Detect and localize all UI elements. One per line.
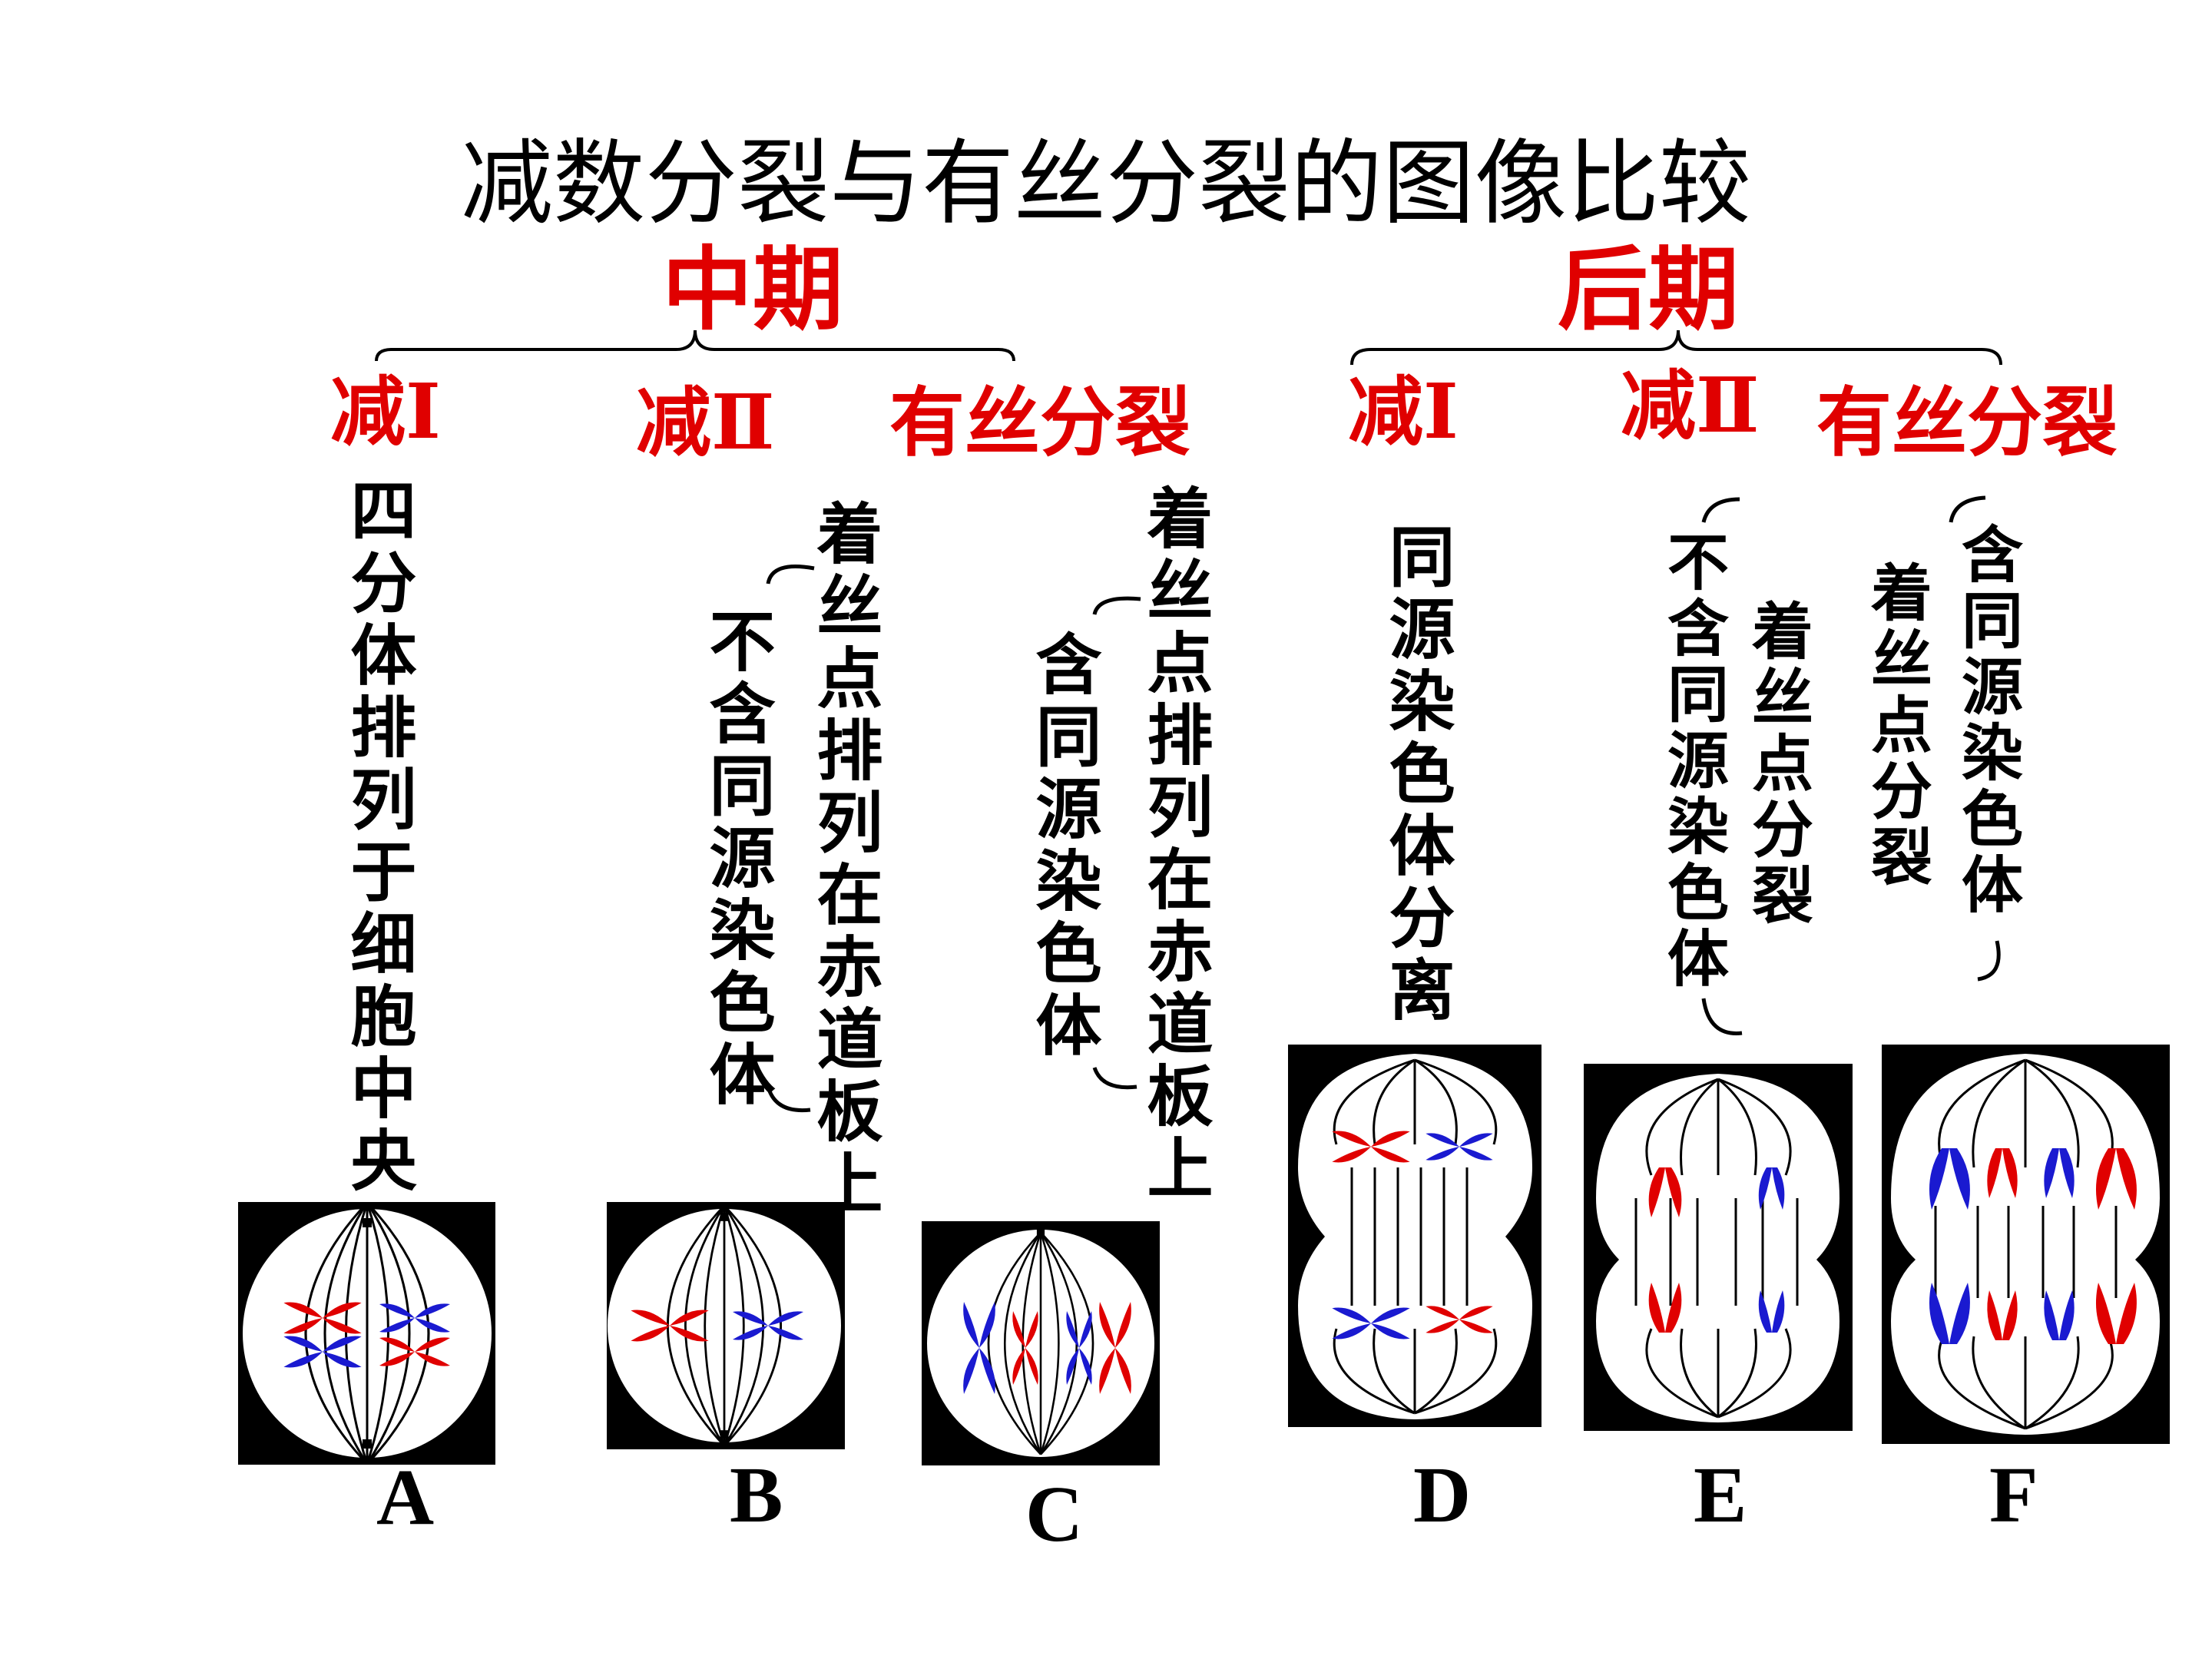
cell-label-d: D	[1413, 1451, 1472, 1539]
label-mitosis-metaphase: 有丝分裂	[889, 379, 1191, 467]
note-c-paren: 含同源染色体	[1024, 630, 1101, 1063]
note-e-paren: 不含同源染色体	[1657, 530, 1730, 992]
label-meiosis-2-anaphase: 减Ⅱ	[1621, 362, 1760, 450]
note-f-main: 着丝点分裂	[1861, 561, 1933, 891]
note-b-main: 着丝点排列在赤道板上	[805, 499, 882, 1221]
label-meiosis-1-metaphase: 减Ⅰ	[330, 368, 441, 456]
label-meiosis-1-anaphase: 减Ⅰ	[1348, 368, 1459, 456]
cell-d	[1288, 1045, 1541, 1427]
anaphase-brace	[1350, 329, 2002, 366]
cell-label-c: C	[1025, 1470, 1084, 1558]
cell-label-a: A	[376, 1453, 435, 1541]
note-b-paren: 不含同源染色体	[697, 607, 775, 1112]
label-meiosis-2-metaphase: 减Ⅱ	[636, 379, 775, 467]
cell-e	[1584, 1064, 1853, 1431]
cell-label-e: E	[1694, 1451, 1747, 1539]
page-title: 减数分裂与有丝分裂的图像比较	[461, 131, 1751, 237]
cell-c	[922, 1221, 1160, 1465]
cell-label-f: F	[1989, 1451, 2038, 1539]
note-e-main: 着丝点分裂	[1742, 599, 1814, 929]
cell-b	[607, 1202, 845, 1449]
cell-f	[1882, 1045, 2170, 1444]
note-f-paren: 含同源染色体	[1952, 522, 2024, 919]
note-c-main: 着丝点排列在赤道板上	[1135, 484, 1213, 1206]
note-a: 四分体排列于细胞中央	[339, 476, 416, 1198]
cell-label-b: B	[730, 1451, 783, 1539]
metaphase-brace	[375, 329, 1015, 362]
anaphase-heading: 后期	[1558, 236, 1740, 343]
label-mitosis-anaphase: 有丝分裂	[1816, 379, 2118, 467]
metaphase-heading: 中期	[662, 236, 844, 343]
cell-a	[238, 1201, 495, 1465]
note-d: 同源染色体分离	[1377, 522, 1455, 1028]
